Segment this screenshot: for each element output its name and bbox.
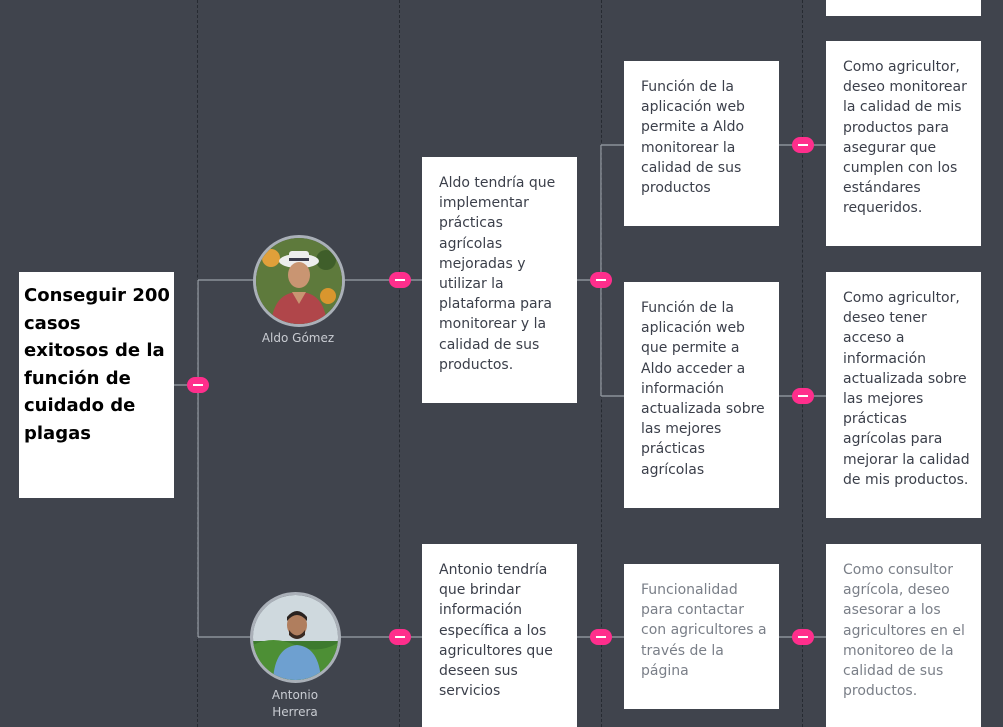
story-card: Como consultor agrícola, deseo asesorar … xyxy=(826,544,981,727)
goal-card: Conseguir 200 casos exitosos de la funci… xyxy=(19,272,174,498)
persona-name: Antonio Herrera xyxy=(271,688,319,719)
collapse-button[interactable] xyxy=(792,137,814,153)
person-photo-icon xyxy=(253,595,338,680)
feature-card: Funcionalidad para contactar con agricul… xyxy=(624,564,779,709)
column-guide xyxy=(802,0,803,727)
collapse-button[interactable] xyxy=(590,629,612,645)
collapse-button[interactable] xyxy=(389,272,411,288)
collapse-button[interactable] xyxy=(792,388,814,404)
column-guide xyxy=(399,0,400,727)
avatar-antonio[interactable] xyxy=(250,592,341,683)
collapse-button[interactable] xyxy=(389,629,411,645)
feature-card: Función de la aplicación web que permite… xyxy=(624,282,779,508)
collapse-button[interactable] xyxy=(187,377,209,393)
story-card-partial xyxy=(826,0,981,16)
feature-card: Función de la aplicación web permite a A… xyxy=(624,61,779,226)
story-card: Como agricultor, deseo tener acceso a in… xyxy=(826,272,981,518)
need-card: Aldo tendría que implementar prácticas a… xyxy=(422,157,577,403)
collapse-button[interactable] xyxy=(590,272,612,288)
person-photo-icon xyxy=(256,238,342,324)
persona-name: Aldo Gómez xyxy=(261,331,335,345)
need-card: Antonio tendría que brindar información … xyxy=(422,544,577,727)
avatar-aldo[interactable] xyxy=(253,235,345,327)
story-card: Como agricultor, deseo monitorear la cal… xyxy=(826,41,981,246)
collapse-button[interactable] xyxy=(792,629,814,645)
